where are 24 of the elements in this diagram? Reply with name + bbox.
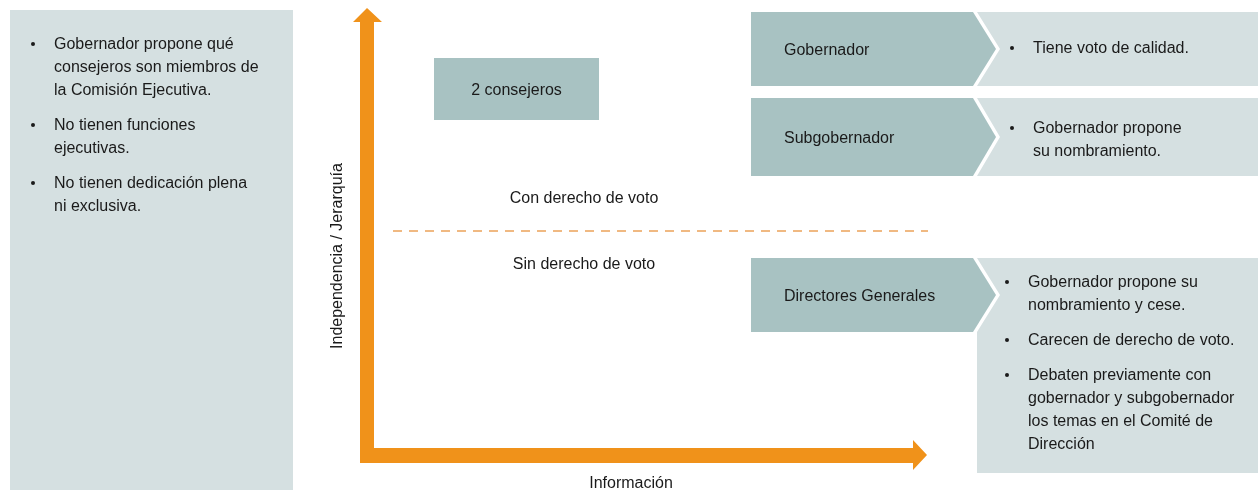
bullet-text: Carecen de derecho de voto. <box>1002 328 1256 351</box>
bullet-text: Tiene voto de calidad. <box>1007 36 1256 59</box>
bullet-text: Gobernador propone su nombramiento y cese. <box>1002 270 1256 316</box>
info-panel <box>977 98 1258 176</box>
info-panel <box>977 12 1258 86</box>
section-label: Con derecho de voto <box>509 189 659 207</box>
bullet-text: Gobernador propone qué consejeros son miembros de la Comisión Ejecutiva. <box>28 32 263 101</box>
role-label: 2 consejeros <box>471 79 562 100</box>
role-label: Gobernador <box>784 39 870 60</box>
axis-label: Independencia / Jerarquía <box>328 163 346 349</box>
info-panel <box>977 258 1258 473</box>
role-box <box>751 258 996 332</box>
role-box <box>434 58 599 120</box>
role-box <box>751 12 996 86</box>
bullet-text: No tienen dedicación plena ni exclusiva. <box>28 171 263 217</box>
role-label: Directores Generales <box>784 285 936 306</box>
bullet-text: No tienen funciones ejecutivas. <box>28 113 263 159</box>
role-box <box>751 98 996 176</box>
info-panel <box>10 10 293 490</box>
role-label: Subgobernador <box>784 127 895 148</box>
section-label: Sin derecho de voto <box>512 255 656 273</box>
bullet-text: Debaten previamente con gobernador y subgobernador los temas en el Comité de Dirección <box>1002 363 1256 455</box>
bullet-text: Gobernador propone su nombramiento. <box>1007 116 1198 162</box>
axis-label: Información <box>589 474 673 490</box>
